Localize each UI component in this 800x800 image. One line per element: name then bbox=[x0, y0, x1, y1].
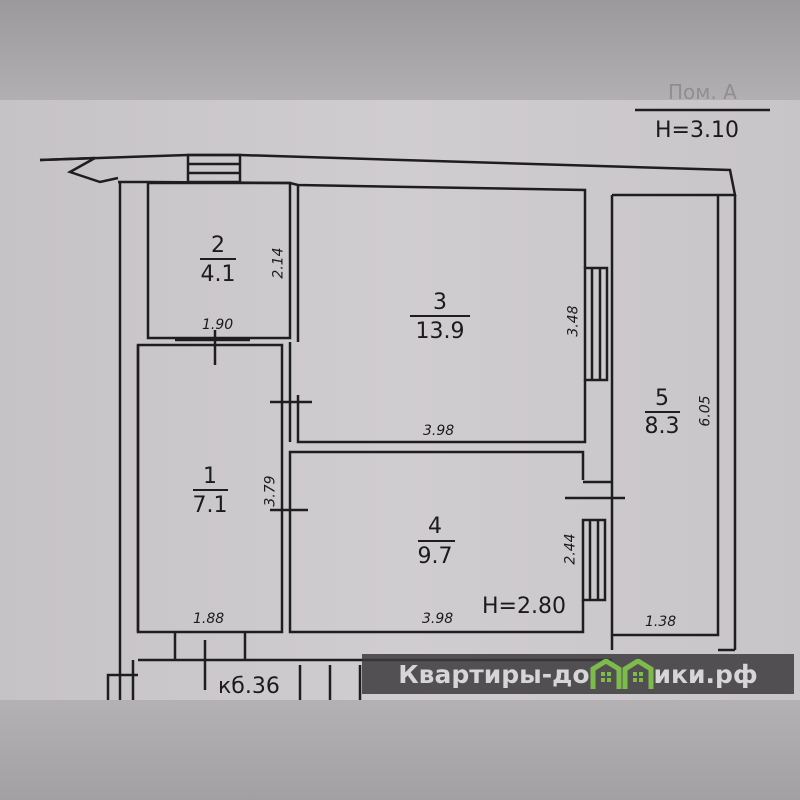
top-wall-inner bbox=[118, 180, 587, 268]
room-3-area: 13.9 bbox=[415, 319, 465, 344]
header-title-partial: Пом. A bbox=[668, 80, 737, 104]
room-1-number: 1 bbox=[203, 464, 217, 489]
ceiling-height-label: H=3.10 bbox=[655, 118, 739, 143]
room-4-number: 4 bbox=[428, 514, 442, 539]
room-1-dim-width: 1.88 bbox=[193, 611, 225, 627]
room-3-dim-height: 3.48 bbox=[565, 305, 582, 337]
room-2-dim-height: 2.14 bbox=[270, 247, 287, 279]
balcony-rail-ticks bbox=[298, 665, 362, 700]
room-2-area: 4.1 bbox=[200, 262, 236, 287]
watermark-text-right: ики.рф bbox=[653, 659, 758, 689]
room-2-dim-width: 1.90 bbox=[202, 317, 234, 333]
watermark-text-left: Квартиры-до bbox=[398, 659, 590, 689]
top-wall-outer bbox=[39, 153, 737, 197]
paper-sheet bbox=[0, 100, 800, 700]
photo-background-bottom bbox=[0, 700, 800, 800]
room-5-area: 8.3 bbox=[644, 414, 680, 439]
room-4-window bbox=[581, 518, 607, 602]
room-1-dim-height: 3.79 bbox=[262, 475, 279, 507]
house-logo-icon bbox=[590, 659, 654, 689]
room-5-number: 5 bbox=[655, 386, 669, 411]
break-line bbox=[39, 156, 119, 184]
balcony-outline bbox=[106, 673, 138, 700]
room-3-window bbox=[583, 266, 609, 382]
watermark: Квартиры-до ики.рф bbox=[362, 654, 794, 694]
room-4-dim-width: 3.98 bbox=[422, 611, 454, 627]
room-2-number: 2 bbox=[211, 233, 225, 258]
room-1-area: 7.1 bbox=[192, 493, 228, 518]
photo-background-top bbox=[0, 0, 800, 100]
room-4-area: 9.7 bbox=[417, 544, 453, 569]
room-3-number: 3 bbox=[433, 290, 447, 315]
top-window bbox=[186, 153, 242, 184]
room-2-outline bbox=[146, 181, 292, 340]
room-3-dim-width: 3.98 bbox=[423, 423, 455, 439]
balcony-label: кб.36 bbox=[218, 674, 280, 699]
room-4-dim-height: 2.44 bbox=[562, 533, 579, 565]
room-5-dim-height: 6.05 bbox=[697, 395, 714, 427]
room-4-ceiling-height: H=2.80 bbox=[482, 594, 566, 619]
room-1-outline bbox=[136, 343, 284, 634]
room-5-dim-width: 1.38 bbox=[645, 614, 677, 630]
